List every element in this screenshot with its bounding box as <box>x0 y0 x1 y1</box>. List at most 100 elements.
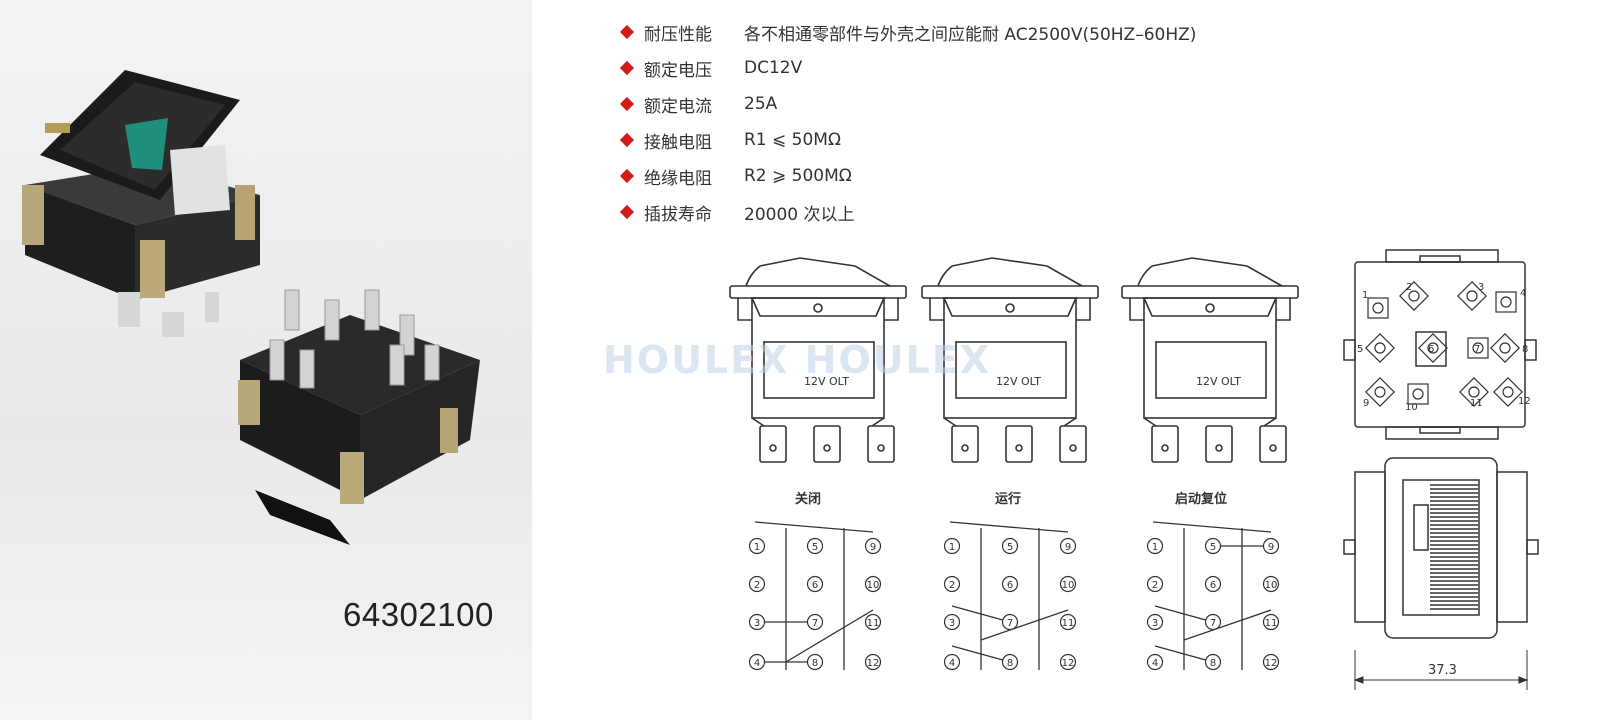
terminal-number: 3 <box>1152 618 1158 629</box>
terminal-pin <box>1418 333 1448 363</box>
terminal-pin <box>1365 333 1395 363</box>
terminal-layout-number: 4 <box>1520 288 1526 299</box>
terminal-number: 2 <box>1152 580 1158 591</box>
terminal-circle <box>864 613 882 631</box>
terminal-number: 5 <box>1210 542 1216 553</box>
terminal-number: 5 <box>812 542 818 553</box>
switch-label: 12V OLT <box>996 375 1041 388</box>
terminal-circle <box>1001 537 1019 555</box>
terminal-circle <box>1059 613 1077 631</box>
terminal-circle <box>748 537 766 555</box>
terminal-layout-number: 2 <box>1406 282 1412 293</box>
terminal-layout-number: 11 <box>1470 398 1483 409</box>
terminal-circle <box>748 653 766 671</box>
terminal-number: 10 <box>1265 580 1278 591</box>
terminal-number: 11 <box>1062 618 1075 629</box>
terminal-number: 6 <box>1210 580 1216 591</box>
product-photo-panel: 64302100 <box>0 0 532 720</box>
terminal-pin <box>1459 377 1489 407</box>
terminal-circle <box>1262 613 1280 631</box>
spec-row: 额定电压 DC12V <box>619 50 1196 86</box>
terminal-number: 12 <box>1265 658 1278 669</box>
terminal-circle <box>1001 575 1019 593</box>
terminal-number: 11 <box>867 618 880 629</box>
terminal-circle <box>1059 575 1077 593</box>
spec-row: 插拔寿命 20000 次以上 <box>619 194 1196 230</box>
terminal-circle <box>1204 575 1222 593</box>
terminal-pin <box>1490 333 1520 363</box>
spec-row: 耐压性能 各不相通零部件与外壳之间应能耐 AC2500V(50HZ–60HZ) <box>619 14 1197 50</box>
terminal-layout-number: 9 <box>1363 398 1369 409</box>
terminal-pin <box>1457 281 1487 311</box>
switch-drawing-off: 12V OLT <box>729 257 907 463</box>
terminal-number: 9 <box>1268 542 1274 553</box>
terminal-circle <box>943 537 961 555</box>
terminal-circle <box>864 537 882 555</box>
spec-value: 20000 次以上 <box>744 204 855 225</box>
terminal-number: 4 <box>949 658 955 669</box>
terminal-number: 1 <box>754 542 760 553</box>
terminal-number: 6 <box>812 580 818 591</box>
terminal-circle <box>1262 575 1280 593</box>
position-label-off: 关闭 <box>795 491 821 507</box>
terminal-number: 5 <box>1007 542 1013 553</box>
spec-label: 额定电压 <box>644 60 712 81</box>
terminal-circle <box>806 537 824 555</box>
terminal-number: 9 <box>870 542 876 553</box>
terminal-number: 8 <box>1210 658 1216 669</box>
terminal-number: 7 <box>1210 618 1216 629</box>
terminal-circle <box>943 653 961 671</box>
terminal-circle <box>1059 537 1077 555</box>
switch-product-image-1 <box>22 70 260 337</box>
terminal-pin <box>1365 377 1395 407</box>
wiring-diagram <box>949 521 1069 670</box>
terminal-pin <box>1407 383 1429 405</box>
terminal-number: 8 <box>812 658 818 669</box>
spec-value: 25A <box>744 94 778 114</box>
spec-value: DC12V <box>744 58 803 78</box>
terminal-number: 2 <box>949 580 955 591</box>
terminal-number: 4 <box>1152 658 1158 669</box>
terminal-circle <box>806 613 824 631</box>
terminal-number: 6 <box>1007 580 1013 591</box>
terminal-circle <box>1059 653 1077 671</box>
spec-row: 绝缘电阻 R2 ⩾ 500MΩ <box>619 158 1196 194</box>
terminal-number: 1 <box>1152 542 1158 553</box>
spec-value: R2 ⩾ 500MΩ <box>744 166 852 186</box>
dimension-line <box>1353 650 1529 690</box>
switch-product-image-2 <box>238 289 480 545</box>
terminal-circle <box>806 653 824 671</box>
position-label-reset: 启动复位 <box>1175 491 1227 507</box>
terminal-number: 2 <box>754 580 760 591</box>
spec-label: 耐压性能 <box>644 24 712 45</box>
terminal-circle <box>1204 537 1222 555</box>
terminal-number: 12 <box>867 658 880 669</box>
terminal-circle <box>748 613 766 631</box>
terminal-circle <box>943 613 961 631</box>
terminal-layout-number: 5 <box>1357 344 1363 355</box>
terminal-circle <box>943 575 961 593</box>
terminal-number: 1 <box>949 542 955 553</box>
spec-value: 各不相通零部件与外壳之间应能耐 AC2500V(50HZ–60HZ) <box>744 24 1197 45</box>
switch-drawing-reset: 12V OLT <box>1121 257 1299 463</box>
terminal-circle <box>1001 653 1019 671</box>
front-view-drawing <box>1343 457 1539 639</box>
switch-label: 12V OLT <box>804 375 849 388</box>
terminal-pin <box>1493 377 1523 407</box>
terminal-circle <box>1204 653 1222 671</box>
terminal-layout-number: 12 <box>1518 396 1531 407</box>
terminal-layout-number: 6 <box>1428 344 1434 355</box>
terminal-circle <box>1262 653 1280 671</box>
wiring-diagram <box>754 521 874 670</box>
terminal-number: 7 <box>812 618 818 629</box>
terminal-number: 10 <box>1062 580 1075 591</box>
terminal-number: 3 <box>949 618 955 629</box>
product-model-number: 64302100 <box>343 596 494 633</box>
terminal-layout-number: 10 <box>1405 402 1418 413</box>
terminal-number: 3 <box>754 618 760 629</box>
terminal-pin <box>1467 337 1489 359</box>
terminal-number: 9 <box>1065 542 1071 553</box>
terminal-layout-number: 3 <box>1478 282 1484 293</box>
terminal-circle <box>748 575 766 593</box>
